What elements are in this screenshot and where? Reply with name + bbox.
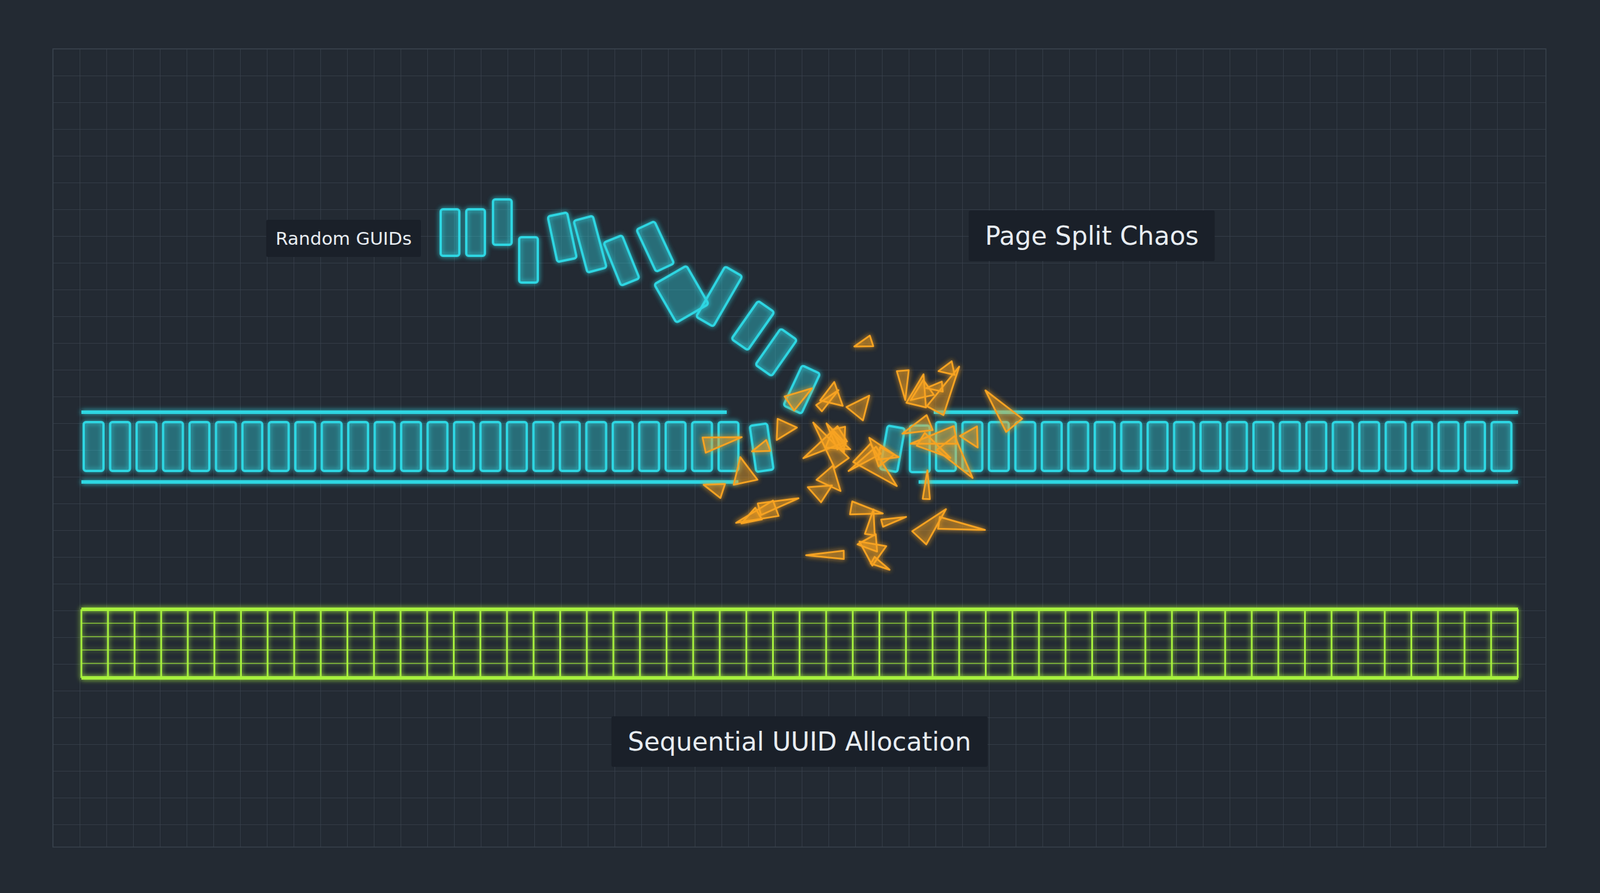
caption-label: Sequential UUID Allocation: [611, 716, 988, 767]
index-band: [81, 412, 1519, 482]
annotation-label: Random GUIDs: [266, 219, 421, 257]
sequential-band: [81, 609, 1519, 678]
annotation-label: Page Split Chaos: [968, 210, 1215, 262]
falling-guids: [440, 199, 820, 414]
split-shards: [702, 335, 1023, 570]
grid: [52, 48, 1546, 848]
